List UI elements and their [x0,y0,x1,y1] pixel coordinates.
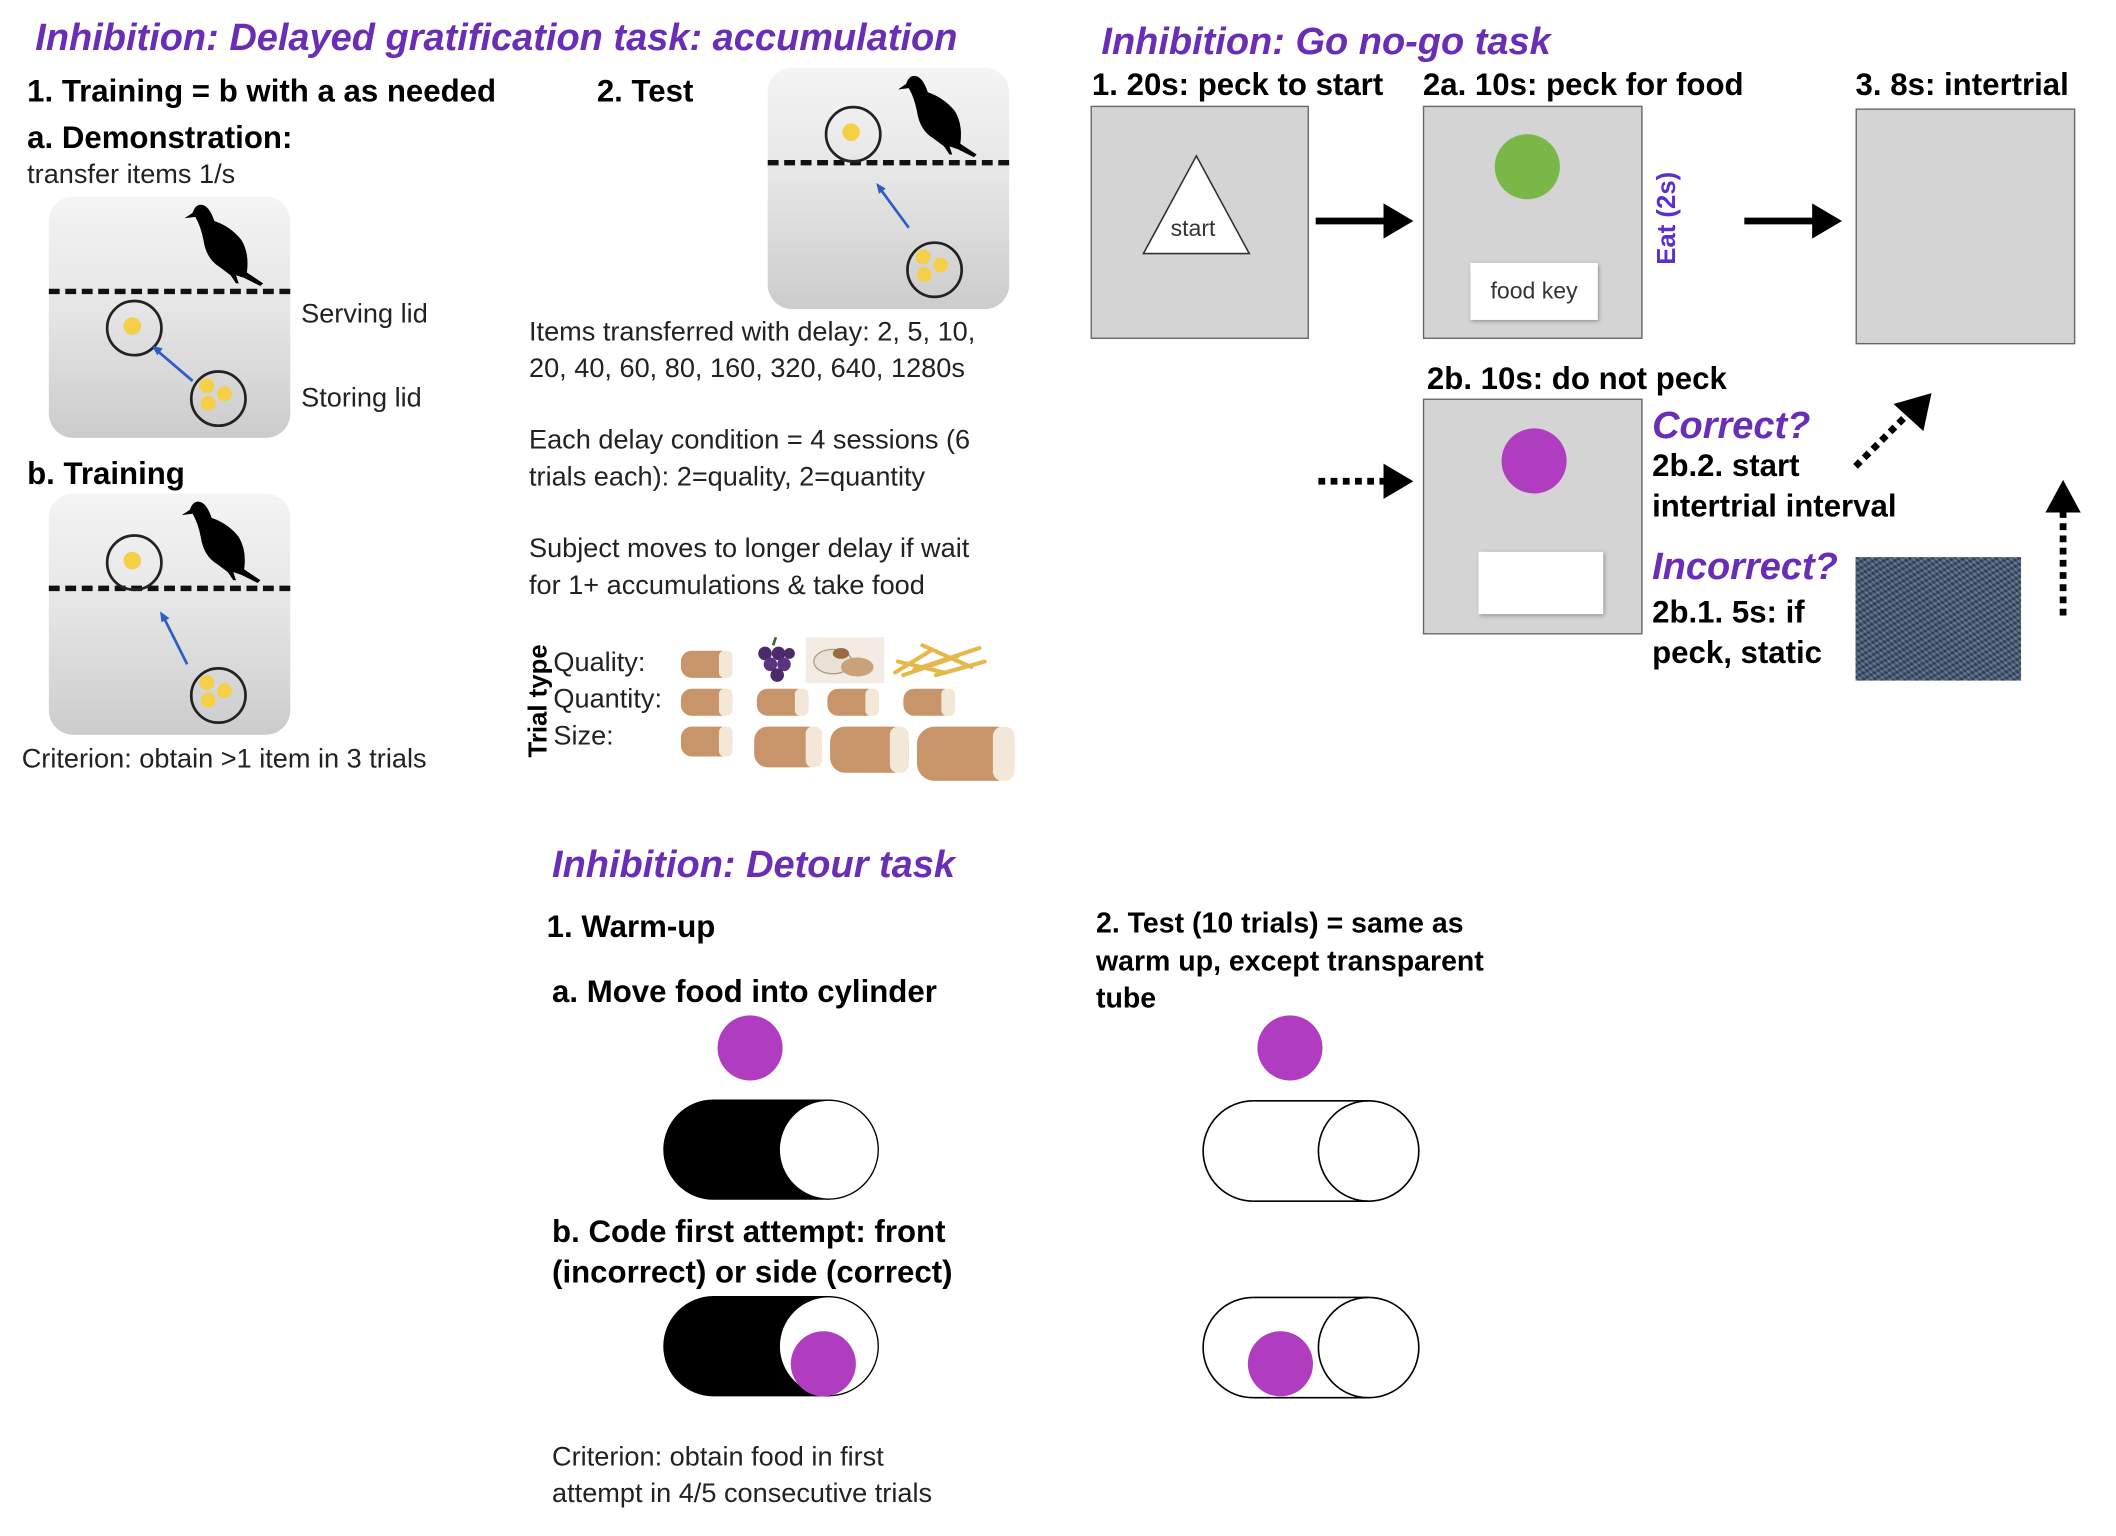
start-label: start [1170,215,1216,242]
start-screen: start [1090,105,1309,339]
transparent-cylinder-with-food [1202,1296,1420,1399]
nuts-icon [805,637,885,684]
bread-icon-large [830,726,909,773]
incorrect-line2: peck, static [1652,634,1823,670]
food-ball [1257,1015,1323,1081]
moves-line2: for 1+ accumulations & take food [528,570,925,601]
bread-icon-medium [754,726,822,768]
grapes-icon [758,637,795,682]
detour-criterion-line2: attempt in 4/5 consecutive trials [552,1479,933,1509]
opaque-cylinder [663,1099,880,1200]
quality-label: Quality: [553,648,646,678]
quantity-label: Quantity: [553,684,662,715]
serving-lid [824,105,882,163]
opaque-cylinder-with-food [663,1296,880,1397]
test-line2: warm up, except transparent [1095,946,1484,978]
step1-label: 1. 20s: peck to start [1091,66,1384,102]
training-header: 1. Training = b with a as needed [27,73,497,109]
storing-lid [189,370,247,428]
incorrect-label: Incorrect? [1652,544,1838,588]
crow-icon [184,204,264,287]
size-label: Size: [553,721,614,752]
test-line3: tube [1095,982,1157,1015]
food-ball [1247,1331,1313,1397]
food-ball [790,1331,856,1397]
static-screen [1855,557,2022,681]
bread-icon [903,688,955,716]
detour-criterion-line1: Criterion: obtain food in first [552,1442,884,1473]
serving-lid-label: Serving lid [301,299,428,330]
step3-label: 3. 8s: intertrial [1855,66,2069,102]
magenta-stimulus[interactable] [1501,428,1567,494]
bread-icon [680,688,733,716]
test-line1: 2. Test (10 trials) = same as [1095,908,1464,940]
arrow-right-icon [1744,203,1842,239]
training-criterion: Criterion: obtain >1 item in 3 trials [21,744,427,775]
dotted-arrow-diagonal-icon [1853,393,1932,469]
delays-line2: 20, 40, 60, 80, 160, 320, 640, 1280s [528,353,965,384]
correct-label: Correct? [1652,403,1811,447]
code-line1: b. Code first attempt: front [552,1213,946,1249]
test-panel [767,67,1010,310]
fries-icon [893,643,987,678]
transfer-arrow [160,611,189,665]
correct-line2: intertrial interval [1652,488,1897,524]
storing-lid [906,241,964,299]
crow-icon [181,501,261,583]
food-key[interactable]: food key [1470,263,1598,320]
detour-title: Inhibition: Detour task [552,843,956,886]
transparent-cylinder [1202,1100,1420,1202]
eat-label: Eat (2s) [1653,171,1682,265]
step2a-label: 2a. 10s: peck for food [1422,66,1744,102]
serving-lid [105,299,163,357]
crow-icon [897,75,977,158]
demo-header: a. Demonstration: [27,119,293,155]
training-sub: b. Training [27,455,185,491]
dotted-arrow-right-icon [1318,463,1414,499]
code-line2: (incorrect) or side (correct) [552,1254,953,1290]
warmup-label: 1. Warm-up [546,908,716,944]
bread-icon-small [680,726,733,757]
delayed-title: Inhibition: Delayed gratification task: … [35,16,958,59]
training-panel [48,493,291,735]
step2b-label: 2b. 10s: do not peck [1426,360,1727,396]
food-screen: food key [1422,105,1643,339]
trial-type-label: Trial type [524,644,554,758]
pellet [123,317,142,335]
sessions-line2: trials each): 2=quality, 2=quantity [528,462,926,493]
arrow-right-icon [1315,203,1414,239]
dotted-arrow-up-icon [2045,479,2081,616]
delays-line1: Items transferred with delay: 2, 5, 10, [528,317,976,348]
correct-line1: 2b.2. start [1652,447,1800,483]
blank-key[interactable] [1478,551,1604,615]
move-food-label: a. Move food into cylinder [552,973,937,1009]
bread-icon [827,688,879,716]
gonogo-title: Inhibition: Go no-go task [1101,20,1551,63]
food-ball [717,1015,783,1081]
bread-icon-xlarge [916,726,1015,781]
sessions-line1: Each delay condition = 4 sessions (6 [528,425,971,456]
incorrect-line1: 2b.1. 5s: if [1652,593,1805,630]
bread-icon [680,650,733,678]
no-peck-screen [1422,398,1643,635]
bread-icon [756,688,809,716]
serving-lid [105,534,163,592]
intertrial-screen [1855,108,2076,345]
transfer-arrow [876,183,910,229]
demo-text: transfer items 1/s [27,159,236,190]
moves-line1: Subject moves to longer delay if wait [528,534,970,564]
demo-panel [48,196,291,438]
start-triangle[interactable] [1141,153,1252,256]
test-header: 2. Test [596,73,694,109]
transfer-arrow [151,345,194,382]
storing-lid-label: Storing lid [301,383,422,414]
storing-lid [189,667,247,724]
green-stimulus[interactable] [1494,134,1560,200]
